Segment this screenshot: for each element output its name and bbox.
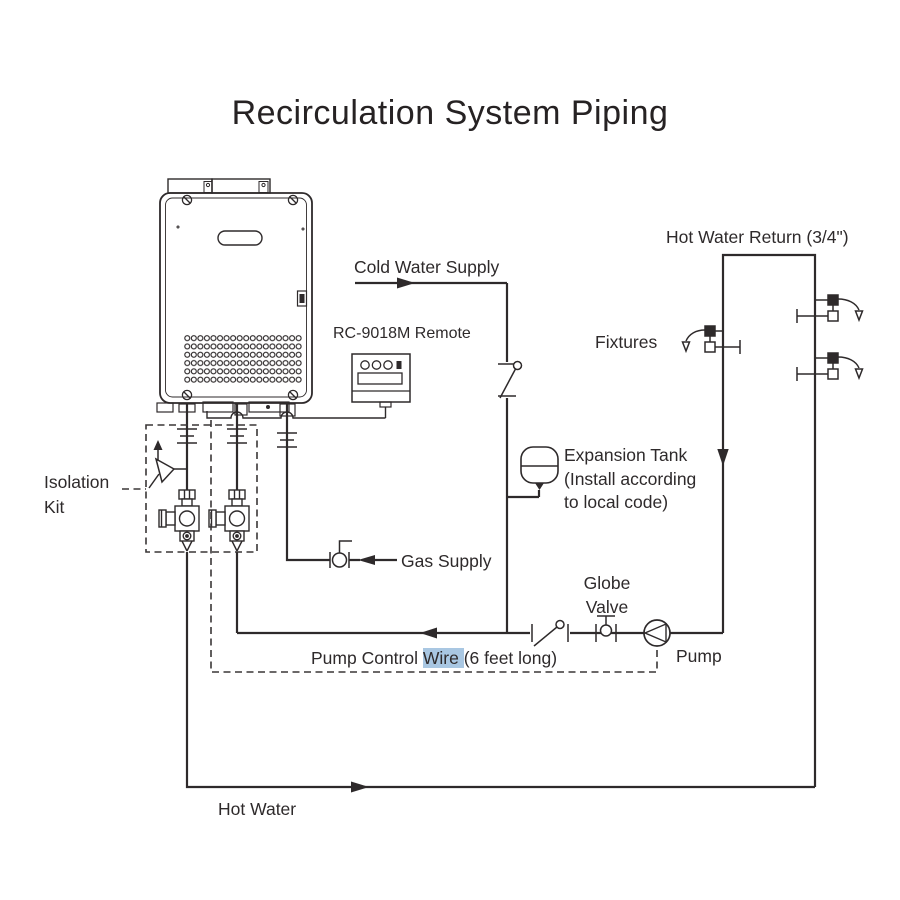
cold-water-supply-label: Cold Water Supply [354,257,500,277]
vent-screw-right [261,182,266,188]
pump-label: Pump [676,646,722,666]
return-loop [721,253,817,787]
remote-button-3 [383,360,393,370]
globe-valve-label: Globe Valve [568,571,646,619]
gas-supply-arrow-icon [358,555,375,565]
fixture-right-upper-icon [796,294,864,323]
isolation-valve-cold [208,489,250,552]
pump-control-wire [210,420,658,673]
pin-hole-left [176,225,180,229]
gas-pipe [285,404,397,562]
bottom-fittings [156,401,296,417]
pipe-unions [177,428,297,448]
globe-valve-icon [595,615,617,642]
hot-water-label: Hot Water [218,799,297,819]
page-title: Recirculation System Piping [231,94,669,132]
isolation-kit-label-line2: Kit [44,496,65,517]
flow-arrows [351,277,729,793]
vent-hole-grid [184,334,302,384]
vent-screw-left [205,182,211,188]
remote-wire [206,407,387,419]
heater-vent-slot [217,230,263,246]
isolation-kit-box [145,424,258,553]
hot-water-arrow-icon [351,781,369,793]
remote-button-1 [360,360,370,370]
return-flow-arrow-icon [420,627,437,639]
pin-hole-right [301,227,305,231]
cold-supply-arrow-icon [397,277,415,289]
pump-control-suffix: (6 feet long) [463,648,558,668]
isolation-kit-label-line1: Isolation [44,472,110,492]
fixtures-group [681,294,864,381]
remote-control-unit [206,353,411,419]
vent-clip-left [203,181,213,193]
pump-control-wire-label: Pump Control Wire (6 feet long) [311,648,557,669]
pump-control-prefix: Pump Control [311,648,423,668]
expansion-tank-branch [507,490,541,499]
expansion-tank-label: Expansion Tank (Install according to loc… [564,445,697,512]
expansion-tank-icon [520,446,559,490]
cold-shutoff-valve-icon [498,360,523,399]
side-connector [296,290,308,307]
fixture-right-lower-icon [796,352,864,381]
return-down-arrow-icon [717,449,729,466]
remote-display [357,372,403,385]
cold-water-pipe [355,281,509,633]
remote-label: RC-9018M Remote [333,325,471,342]
pump-icon [643,619,671,647]
dashed-lines [122,420,658,673]
hot-water-return-label: Hot Water Return (3/4") [666,227,849,247]
pump-control-highlighted-word: Wire [422,648,464,668]
corner-screws [181,194,299,401]
side-connector-slot [299,294,305,303]
gas-supply-label: Gas Supply [401,551,492,571]
fixtures-label: Fixtures [595,332,658,352]
isolation-kit-label: Isolation Kit [44,470,109,519]
heater-water-stubs [185,404,239,490]
fixture-left-icon [681,325,741,354]
remote-button-2 [371,360,382,370]
relief-valve-icon [148,440,187,489]
remote-indicator [396,361,402,369]
isolation-valve-hot [158,489,200,552]
tankless-water-heater [156,178,313,417]
return-shutoff-valve-icon [531,619,569,647]
gas-valve-icon [329,540,352,568]
isolation-valves [158,489,250,552]
vent-clip-right [258,181,269,193]
globe-valve-label-line2: Valve [585,597,629,617]
globe-valve-label-line1: Globe [583,573,631,593]
hot-water-pipe [185,552,815,789]
